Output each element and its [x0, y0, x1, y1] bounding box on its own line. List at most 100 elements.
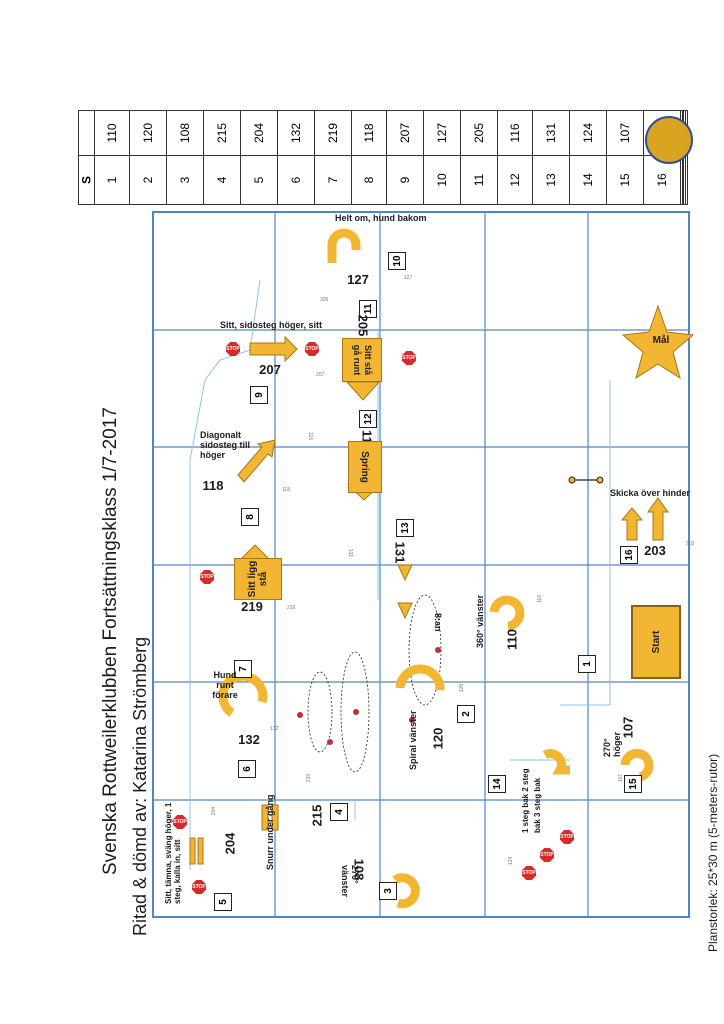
station-label-110: 360° vänster — [475, 594, 485, 648]
score-cell-number: 12 — [496, 155, 534, 205]
arrow-icon — [647, 497, 669, 541]
station-box-16: 16 — [620, 546, 638, 564]
score-cell-number: 1 — [93, 155, 131, 205]
small-code: 204 — [211, 806, 218, 816]
score-cell-number: 3 — [166, 155, 205, 205]
station-code-203: 203 — [644, 543, 666, 558]
station-label-107: 270° höger — [602, 731, 622, 757]
small-code: 219 — [287, 605, 296, 611]
station-code-127: 127 — [347, 272, 369, 287]
hurdle-post — [596, 476, 604, 484]
start-box: Start — [631, 605, 681, 679]
small-code: 116 — [306, 432, 313, 440]
score-cell-number: 10 — [423, 155, 461, 205]
cone-marker — [327, 739, 333, 745]
station-label-120: Spiral vänster — [408, 710, 418, 770]
small-code: 203 — [686, 541, 695, 547]
station-label-203: Skicka över hinder — [610, 488, 691, 498]
sign-sitt-ligg-sta: Sitt ligg stå — [234, 558, 282, 600]
score-cell-code: 219 — [313, 110, 352, 156]
small-code: 120 — [459, 683, 466, 693]
stop-sign-icon: STOP — [522, 866, 536, 880]
arrow-icon — [189, 837, 196, 865]
station-label-207: Sitt, sidosteg höger, sitt — [220, 320, 323, 330]
stop-sign-icon: STOP — [305, 342, 319, 356]
small-code: 110 — [536, 595, 543, 603]
hurdle-post — [568, 476, 576, 484]
station-box-5: 5 — [214, 893, 232, 911]
station-label-215: Snurr under gång — [265, 794, 275, 870]
station-box-10: 10 — [388, 252, 406, 270]
score-cell-number: 2 — [129, 155, 168, 205]
figure-eight-loop — [307, 671, 333, 753]
u-turn-arrow-icon — [620, 748, 654, 782]
score-cell-code: 215 — [203, 110, 241, 156]
station-label-108: 270° vänster — [340, 865, 360, 898]
station-code-207: 207 — [259, 362, 281, 377]
arrow-icon — [261, 804, 269, 831]
score-cell-code: 110 — [93, 110, 131, 156]
score-cell-code: 127 — [423, 110, 461, 156]
small-code: 215 — [306, 773, 313, 783]
station-code-215: 215 — [309, 804, 325, 827]
station-label-118: Diagonalt sidosteg till höger — [200, 430, 251, 460]
stop-sign-icon: STOP — [226, 342, 240, 356]
figure-eight-loop — [340, 651, 370, 773]
station-code-118: 118 — [202, 478, 224, 493]
station-code-110: 110 — [504, 629, 520, 650]
small-code: 205 — [320, 297, 329, 303]
station-code-204: 204 — [222, 832, 238, 855]
cone-marker — [297, 712, 303, 718]
station-box-13: 13 — [396, 519, 414, 537]
station-box-8: 8 — [241, 508, 259, 526]
score-cell-code: 207 — [386, 110, 424, 156]
helt-om-arrow-icon — [327, 228, 361, 263]
u-turn-arrow-icon — [542, 749, 570, 775]
station-label-124: 1 steg bak 2 steg bak 3 steg bak — [521, 768, 542, 833]
route-line — [560, 380, 611, 706]
score-cell-number: 4 — [203, 155, 241, 205]
station-box-1: 1 — [578, 655, 596, 673]
station-code-132: 132 — [238, 732, 260, 747]
score-cell-code: 131 — [532, 110, 571, 156]
cone-marker — [353, 709, 359, 715]
arrow-icon — [237, 439, 276, 483]
finish-star-icon — [621, 304, 695, 380]
score-cell-number: 5 — [239, 155, 278, 205]
arrow-icon — [620, 507, 644, 541]
stop-sign-icon: STOP — [540, 848, 554, 862]
spiral-arrow-icon — [395, 664, 445, 691]
cone-triangle — [397, 602, 413, 620]
station-label-127: Helt om, hund bakom — [335, 213, 427, 223]
stop-sign-icon: STOP — [173, 815, 187, 829]
score-cell-code: 118 — [350, 110, 388, 156]
cone-triangle — [397, 564, 413, 582]
station-box-4: 4 — [330, 803, 348, 821]
station-code-107: 107 — [620, 716, 636, 739]
station-box-6: 6 — [238, 760, 256, 778]
station-label-204: Sitt, tämna, sväng höger, 1 steg, kalla … — [164, 802, 182, 904]
station-box-14: 14 — [488, 775, 506, 793]
stop-sign-icon: STOP — [560, 830, 574, 844]
stop-sign-icon: STOP — [192, 880, 206, 894]
score-cell-code: 116 — [496, 110, 534, 156]
station-box-9: 9 — [250, 386, 268, 404]
station-code-219: 219 — [241, 599, 263, 614]
small-code: 207 — [316, 372, 325, 378]
station-box-3: 3 — [379, 882, 397, 900]
cone-marker — [409, 717, 415, 723]
stop-sign-icon: STOP — [200, 570, 214, 584]
station-label-132: Hund runt förare — [212, 670, 238, 700]
station-code-120: 120 — [430, 727, 446, 750]
page-subtitle: Ritad & dömd av: Katarina Strömberg — [130, 636, 150, 936]
station-label-131: 8:an — [433, 613, 443, 632]
arrow-icon — [197, 837, 204, 865]
arrow-icon — [271, 804, 279, 831]
small-code: 132 — [270, 726, 279, 732]
score-cell-code: 120 — [129, 110, 168, 156]
club-logo-icon — [645, 116, 693, 164]
